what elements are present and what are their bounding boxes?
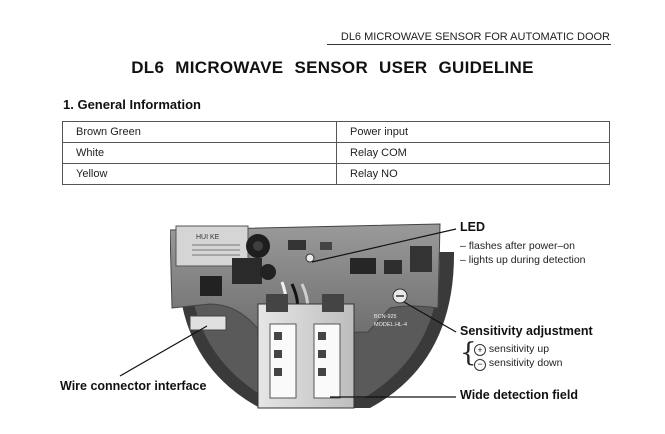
sensitivity-down-text: sensitivity down — [488, 357, 563, 369]
header-rule — [327, 44, 611, 45]
table-row: Brown Green Power input — [62, 121, 610, 143]
document-title: DL6 MICROWAVE SENSOR USER GUIDELINE — [131, 58, 534, 77]
minus-circle-icon: − — [474, 359, 486, 371]
led-note: – lights up during detection — [460, 254, 586, 266]
plus-circle-icon: + — [474, 344, 486, 356]
led-label: LED — [460, 220, 485, 234]
function-cell: Power input — [336, 121, 610, 143]
header-title: DL6 MICROWAVE SENSOR FOR AUTOMATIC DOOR — [340, 31, 610, 43]
sensitivity-up-row: + sensitivity up — [474, 343, 549, 356]
brace-icon: { — [460, 338, 477, 368]
sensitivity-up-text: sensitivity up — [488, 343, 550, 355]
table-row: Yellow Relay NO — [62, 163, 610, 185]
section-heading: 1. General Information — [63, 97, 201, 112]
sensitivity-leader — [403, 301, 457, 333]
sensor-board-photo: HUI KE BCN-925 MODEL.HL-4 — [170, 223, 455, 409]
wire-connector-label: Wire connector interface — [60, 379, 207, 393]
board-mark-part: BCN-925 — [374, 314, 397, 320]
board-mark-model: MODEL.HL-4 — [374, 322, 407, 328]
sensitivity-down-row: − sensitivity down — [474, 357, 562, 371]
board-mark-brand: HUI KE — [196, 234, 220, 241]
led-note: – flashes after power–on — [460, 240, 575, 252]
function-cell: Relay NO — [336, 163, 610, 185]
wire-connector-leader — [119, 325, 208, 377]
wiring-table: Brown Green Power input White Relay COM … — [62, 121, 610, 185]
detection-field-label: Wide detection field — [460, 388, 578, 402]
led-leader — [311, 228, 457, 263]
sensitivity-label: Sensitivity adjustment — [460, 324, 593, 338]
